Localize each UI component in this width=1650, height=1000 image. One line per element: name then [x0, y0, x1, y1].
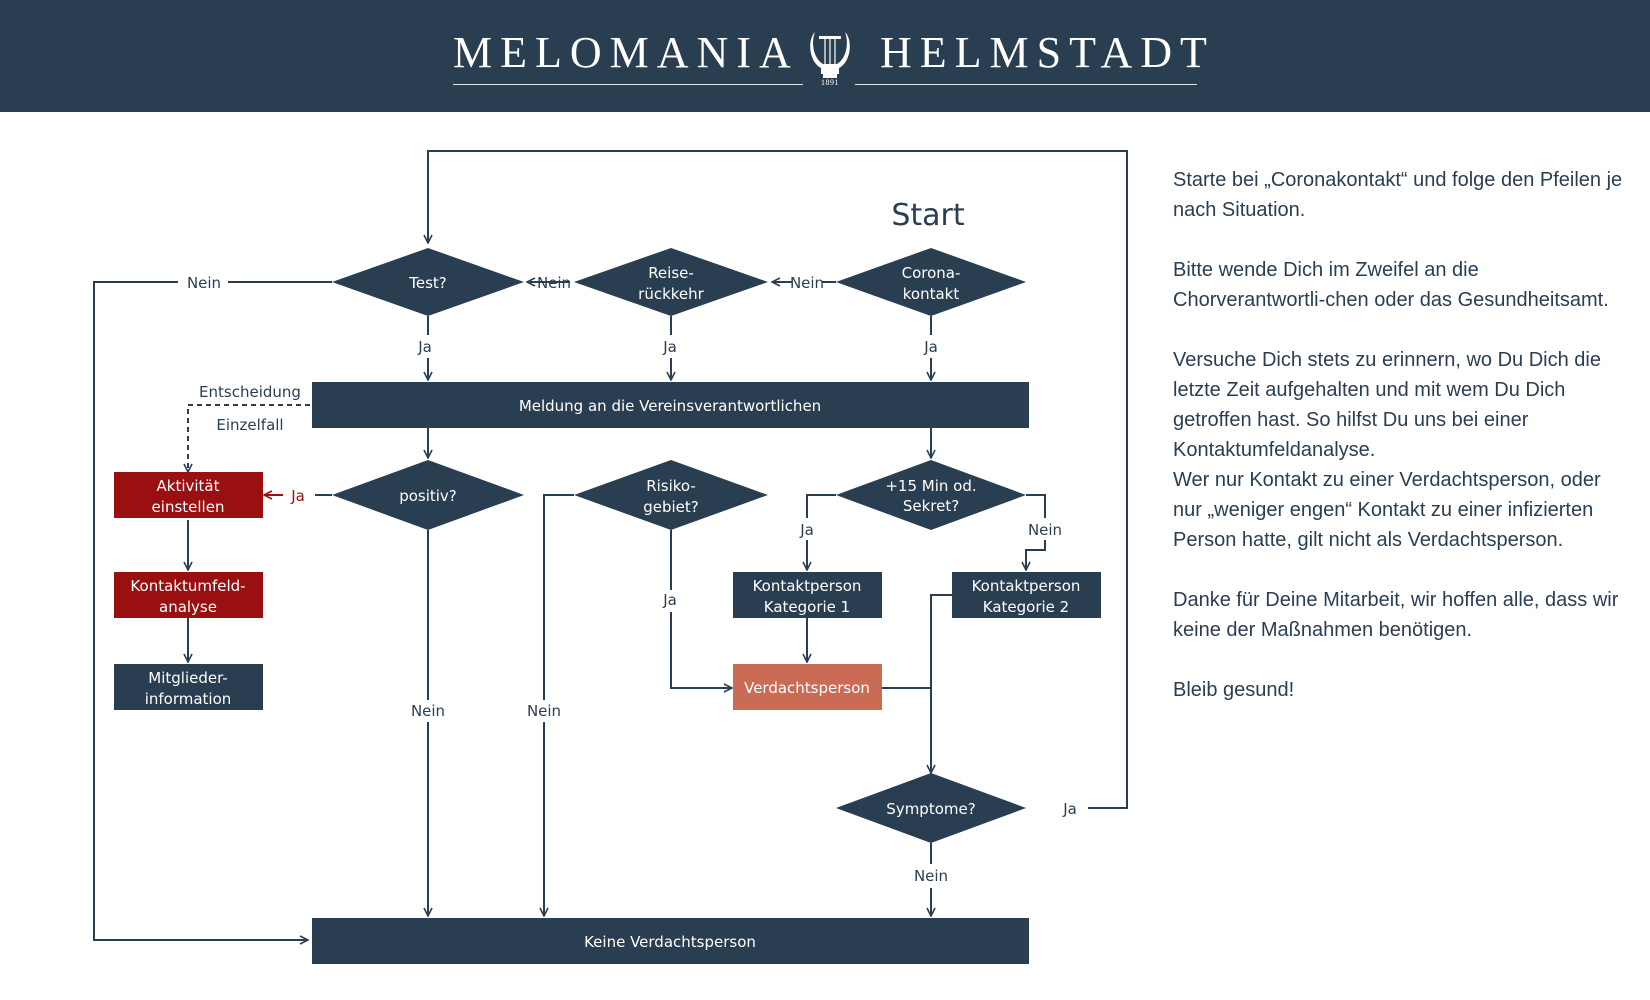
- node-15min-label-1: +15 Min od.: [885, 477, 976, 495]
- node-symptome-label: Symptome?: [886, 800, 975, 818]
- brand-underline-right: [855, 84, 1197, 85]
- node-kontaktperson-kat1: Kontaktperson Kategorie 1: [733, 572, 882, 618]
- label-reise-ja: Ja: [662, 338, 677, 356]
- lyre-icon: [810, 32, 850, 78]
- label-einzelfall: Einzelfall: [216, 416, 283, 434]
- node-keine-verdachtsperson: Keine Verdachtsperson: [312, 918, 1029, 964]
- node-kontaktumfeld-label-2: analyse: [159, 598, 217, 616]
- node-aktivitaet-einstellen: Aktivität einstellen: [114, 472, 263, 518]
- node-kontaktperson-kat2: Kontaktperson Kategorie 2: [952, 572, 1101, 618]
- label-corona-ja: Ja: [923, 338, 938, 356]
- label-symptome-ja: Ja: [1062, 800, 1077, 818]
- node-verdachtsperson: Verdachtsperson: [733, 664, 882, 710]
- flowchart: Start Test? Reise- rückkehr Corona- kont…: [93, 150, 1128, 964]
- edge-symptome-ja-loop: [428, 150, 1128, 809]
- edge-15min-ja: [806, 494, 836, 518]
- edge-risiko-nein: [543, 494, 574, 700]
- node-risiko-label-1: Risiko-: [646, 477, 696, 495]
- node-aktiv-label-1: Aktivität: [157, 477, 220, 495]
- instruction-paragraph-4: Wer nur Kontakt zu einer Verdachtsperson…: [1173, 469, 1601, 551]
- node-risikogebiet: Risiko- gebiet?: [574, 460, 768, 530]
- node-coronakontakt: Corona- kontakt: [836, 248, 1026, 316]
- node-risiko-label-2: gebiet?: [643, 498, 699, 516]
- node-kp2-label-1: Kontaktperson: [972, 577, 1081, 595]
- label-reise-nein: Nein: [537, 274, 571, 292]
- node-kontaktumfeld-label-1: Kontaktumfeld-: [130, 577, 245, 595]
- label-entscheidung: Entscheidung: [199, 383, 301, 401]
- node-kontaktumfeldanalyse: Kontaktumfeld- analyse: [114, 572, 263, 618]
- header-banner: MELOMANIA HELMSTADT 1891: [0, 0, 1650, 112]
- instruction-paragraph-6: Bleib gesund!: [1173, 679, 1295, 701]
- edge-entscheidung-dashed: [188, 404, 310, 472]
- instruction-paragraph-3: Versuche Dich stets zu erinnern, wo Du D…: [1173, 349, 1601, 461]
- founding-year: 1891: [821, 78, 839, 87]
- node-15min-label-2: Sekret?: [903, 497, 959, 515]
- node-corona-label-2: kontakt: [903, 285, 960, 303]
- node-reise-label-2: rückkehr: [638, 285, 704, 303]
- brand-name-right: HELMSTADT: [880, 28, 1215, 77]
- node-mitglieder-label-1: Mitglieder-: [148, 669, 227, 687]
- instruction-paragraph-5: Danke für Deine Mitarbeit, wir hoffen al…: [1173, 589, 1619, 641]
- node-meldung-label: Meldung an die Vereinsverantwortlichen: [519, 397, 821, 415]
- node-keine-label: Keine Verdachtsperson: [584, 933, 756, 951]
- start-label: Start: [891, 198, 965, 233]
- node-symptome: Symptome?: [836, 773, 1026, 843]
- node-reiserueckkehr: Reise- rückkehr: [574, 248, 768, 316]
- instruction-paragraph-2: Bitte wende Dich im Zweifel an die Chorv…: [1173, 259, 1609, 311]
- edge-kp2-symptome: [931, 594, 952, 773]
- label-15min-nein: Nein: [1028, 521, 1062, 539]
- label-15min-ja: Ja: [799, 521, 814, 539]
- node-15min-sekret: +15 Min od. Sekret?: [836, 460, 1026, 530]
- node-verdacht-label: Verdachtsperson: [744, 679, 870, 697]
- label-positiv-nein: Nein: [411, 702, 445, 720]
- node-mitglieder-label-2: information: [145, 690, 232, 708]
- node-kp1-label-2: Kategorie 1: [764, 598, 850, 616]
- node-kp1-label-1: Kontaktperson: [753, 577, 862, 595]
- label-risiko-ja: Ja: [662, 591, 677, 609]
- label-positiv-ja: Ja: [290, 487, 305, 505]
- instruction-paragraph-1: Starte bei „Coronakontakt“ und folge den…: [1173, 169, 1623, 221]
- node-corona-label-1: Corona-: [902, 264, 961, 282]
- node-reise-label-1: Reise-: [648, 264, 694, 282]
- node-positiv-label: positiv?: [399, 487, 457, 505]
- label-test-nein: Nein: [187, 274, 221, 292]
- label-risiko-nein: Nein: [527, 702, 561, 720]
- edge-15min-nein: [1026, 494, 1046, 518]
- label-corona-nein: Nein: [790, 274, 824, 292]
- brand-name-left: MELOMANIA: [453, 28, 799, 77]
- node-test: Test?: [332, 248, 524, 316]
- label-symptome-nein: Nein: [914, 867, 948, 885]
- node-kp2-label-2: Kategorie 2: [983, 598, 1069, 616]
- label-test-ja: Ja: [417, 338, 432, 356]
- node-positiv: positiv?: [332, 460, 524, 530]
- node-mitgliederinformation: Mitglieder- information: [114, 664, 263, 710]
- node-meldung: Meldung an die Vereinsverantwortlichen: [312, 382, 1029, 428]
- edge-test-nein-down: [93, 281, 308, 940]
- node-aktiv-label-2: einstellen: [152, 498, 225, 516]
- brand-underline-left: [453, 84, 803, 85]
- node-test-label: Test?: [408, 274, 447, 292]
